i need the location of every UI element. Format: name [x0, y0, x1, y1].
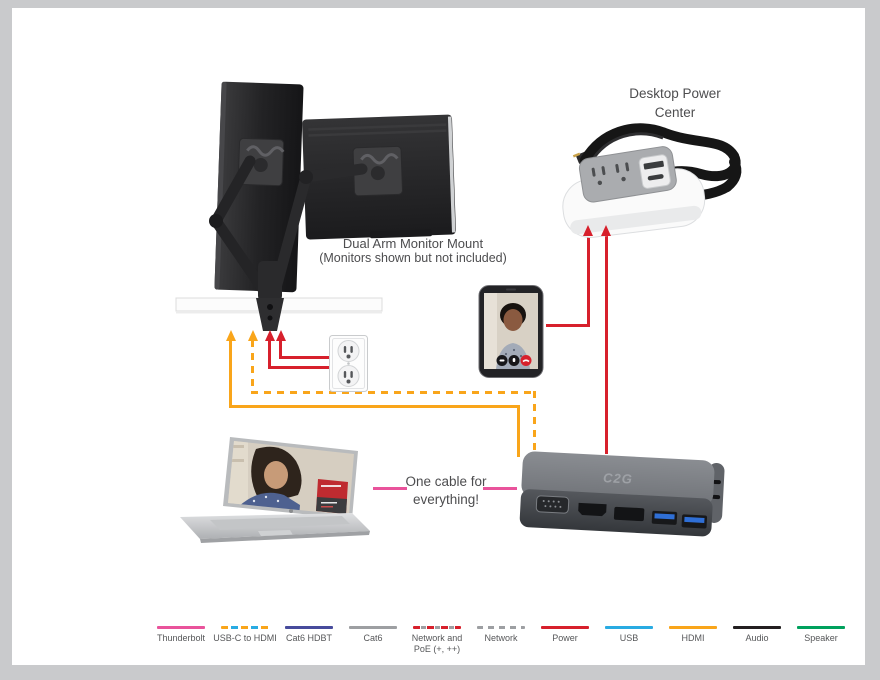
- hdmi-line-v2: [517, 405, 520, 457]
- hdmi-arrow-up: [226, 330, 236, 341]
- caller-face: [264, 461, 288, 489]
- power-line-v2: [279, 340, 282, 359]
- legend-item-hdmi: HDMI: [661, 626, 725, 656]
- laptop-base: [180, 509, 370, 543]
- phone-power-line-h: [546, 324, 590, 327]
- legend-line-network-poe: [413, 626, 461, 629]
- wall-outlet-illustration: [329, 335, 368, 392]
- cable-legend: Thunderbolt USB-C to HDMI Cat6 HDBT Cat6…: [149, 626, 853, 656]
- power-line-h1: [268, 366, 330, 369]
- hdmi-line-v1: [229, 340, 232, 408]
- ac-outlet-2: [615, 162, 630, 182]
- usb-c-port: [712, 494, 721, 500]
- dock-power-arrow: [601, 225, 611, 236]
- usb-a-port: [681, 514, 708, 529]
- legend-item-power: Power: [533, 626, 597, 656]
- legend-label-network: Network: [484, 633, 518, 643]
- phone-screen: [484, 293, 538, 369]
- dock-illustration: C2G: [519, 451, 725, 537]
- outlet-socket-top: [337, 340, 360, 362]
- legend-label-network-poe: Network and PoE (+, ++): [411, 633, 463, 655]
- legend-item-cat6: Cat6: [341, 626, 405, 656]
- legend-item-speaker: Speaker: [789, 626, 853, 656]
- laptop-illustration: [180, 437, 370, 543]
- usbc-hdmi-arrow-up: [248, 330, 258, 341]
- legend-label-thunderbolt: Thunderbolt: [156, 633, 206, 643]
- legend-line-usb: [605, 626, 653, 629]
- vesa-cable-curl: [246, 145, 285, 157]
- legend-label-power: Power: [552, 633, 578, 643]
- power-arrow-up-2: [276, 330, 286, 341]
- smartphone-illustration: [478, 285, 544, 378]
- legend-line-speaker: [797, 626, 845, 629]
- legend-line-audio: [733, 626, 781, 629]
- monitor-mount-illustration: [175, 81, 456, 331]
- legend-label-hdmi: HDMI: [681, 633, 705, 643]
- legend-label-cat6: Cat6: [363, 633, 383, 643]
- usb-c-port: [712, 479, 721, 485]
- legend-label-cat6-hdbt: Cat6 HDBT: [285, 633, 332, 643]
- legend-item-usb: USB: [597, 626, 661, 656]
- legend-line-thunderbolt: [157, 626, 205, 629]
- phone-power-line-v: [587, 236, 590, 327]
- power-line-v1: [268, 340, 271, 369]
- outlet-socket-bottom: [337, 365, 360, 387]
- legend-label-audio: Audio: [745, 633, 769, 643]
- usb-charging-ports: [638, 154, 671, 189]
- legend-line-network: [477, 626, 525, 629]
- legend-item-usbc-to-hdmi: USB-C to HDMI: [213, 626, 277, 656]
- power-arrow-up-1: [265, 330, 275, 341]
- legend-line-cat6: [349, 626, 397, 629]
- vga-port: [535, 495, 570, 514]
- usbc-hdmi-line-h: [251, 391, 536, 394]
- caller-face: [503, 309, 523, 331]
- legend-line-power: [541, 626, 589, 629]
- dual-arm-mount-sublabel: (Monitors shown but not included): [319, 251, 507, 265]
- right-monitor: [302, 114, 456, 240]
- legend-label-usbc-to-hdmi: USB-C to HDMI: [213, 633, 277, 643]
- phone-power-arrow: [583, 225, 593, 236]
- legend-line-usbc-to-hdmi: [221, 626, 269, 629]
- vesa-cable-curl: [360, 153, 399, 165]
- left-monitor: [214, 81, 304, 293]
- thunderbolt-line-left: [373, 487, 407, 490]
- legend-item-network: Network: [469, 626, 533, 656]
- power-line-h2: [279, 356, 330, 359]
- dock-power-line-v: [605, 236, 608, 454]
- usbc-hdmi-line-v1: [251, 340, 254, 394]
- legend-item-cat6-hdbt: Cat6 HDBT: [277, 626, 341, 656]
- legend-item-thunderbolt: Thunderbolt: [149, 626, 213, 656]
- dual-arm-mount-label: Dual Arm Monitor Mount: [342, 236, 484, 251]
- legend-label-speaker: Speaker: [804, 633, 838, 643]
- hdmi-port: [578, 502, 607, 517]
- screen-banner: [316, 479, 348, 514]
- dock-logo: C2G: [603, 470, 633, 487]
- power-center-panel: [578, 146, 677, 203]
- ac-outlet-1: [591, 166, 606, 186]
- hdmi-line-h: [229, 405, 520, 408]
- legend-line-cat6-hdbt: [285, 626, 333, 629]
- displayport-port: [613, 506, 645, 522]
- usb-a-port: [643, 160, 664, 170]
- legend-label-usb: USB: [619, 633, 639, 643]
- legend-item-network-poe: Network and PoE (+, ++): [405, 626, 469, 656]
- legend-item-audio: Audio: [725, 626, 789, 656]
- usb-c-port: [647, 174, 664, 181]
- usbc-hdmi-line-v2: [533, 391, 536, 459]
- desk-clamp: [256, 261, 284, 331]
- desktop-power-center-label: Desktop Power Center: [629, 86, 721, 120]
- legend-line-hdmi: [669, 626, 717, 629]
- desktop-power-center-illustration: [562, 123, 742, 238]
- laptop-logo: [289, 509, 293, 513]
- thunderbolt-line-right: [483, 487, 517, 490]
- usb-a-port: [651, 510, 678, 525]
- one-cable-label: One cable for everything!: [405, 474, 487, 507]
